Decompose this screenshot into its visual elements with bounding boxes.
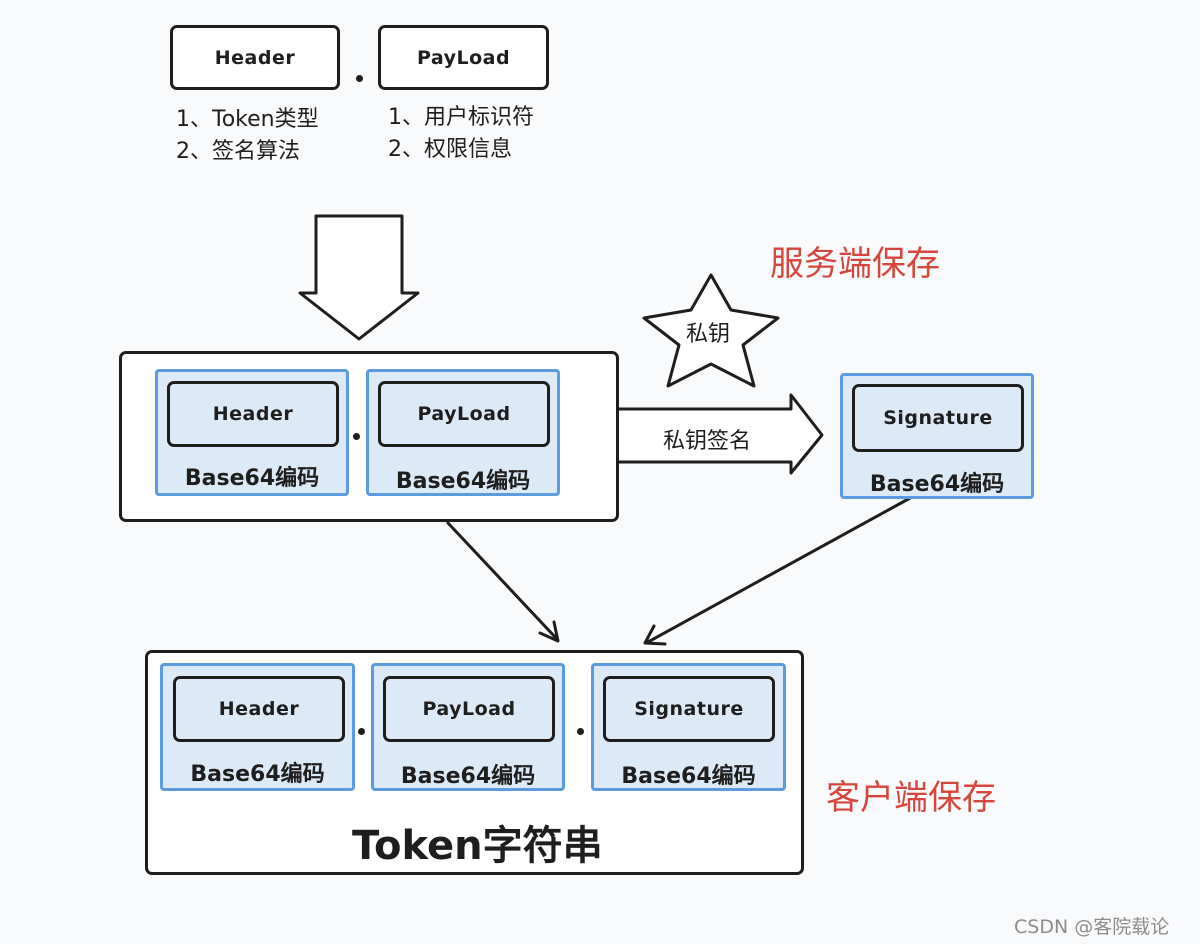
- separator-dot: [356, 75, 363, 82]
- separator-dot: [577, 728, 584, 735]
- separator-dot: [353, 433, 360, 440]
- payload-notes: 1、用户标识符 2、权限信息: [388, 102, 534, 166]
- server-save-label: 服务端保存: [770, 244, 940, 284]
- top-payload-box: PayLoad: [378, 25, 549, 90]
- token-string-title: Token字符串: [352, 823, 603, 869]
- merge-arrow-left: [446, 521, 558, 640]
- token-signature-panel: Signature Base64编码: [591, 663, 786, 791]
- private-key-label: 私钥: [686, 322, 731, 347]
- sign-arrow: [618, 393, 824, 475]
- middle-header-encoding: Base64编码: [184, 466, 320, 491]
- signature-panel: Signature Base64编码: [840, 373, 1034, 499]
- merge-arrow-right: [646, 495, 914, 644]
- middle-header-panel: Header Base64编码: [155, 369, 349, 496]
- payload-note: 1、用户标识符: [388, 105, 534, 130]
- middle-payload-encoding: Base64编码: [395, 469, 531, 494]
- token-payload-panel: PayLoad Base64编码: [371, 663, 565, 791]
- down-arrow: [298, 214, 420, 341]
- client-save-label: 客户端保存: [826, 778, 996, 818]
- watermark: CSDN @客院载论: [1014, 916, 1170, 938]
- signature-box: Signature: [852, 384, 1024, 452]
- header-notes: 1、Token类型 2、签名算法: [176, 104, 319, 168]
- token-header-box: Header: [173, 676, 345, 742]
- separator-dot: [358, 728, 365, 735]
- token-payload-encoding: Base64编码: [400, 764, 536, 789]
- middle-header-box: Header: [167, 381, 339, 447]
- header-note: 2、签名算法: [176, 139, 300, 164]
- top-header-box: Header: [170, 25, 340, 90]
- token-signature-box: Signature: [603, 676, 775, 742]
- token-signature-encoding: Base64编码: [621, 764, 756, 789]
- sign-arrow-label: 私钥签名: [663, 429, 752, 454]
- token-payload-box: PayLoad: [383, 676, 555, 742]
- token-header-encoding: Base64编码: [190, 762, 325, 787]
- star-icon: [642, 273, 780, 388]
- token-header-panel: Header Base64编码: [160, 663, 355, 791]
- header-note: 1、Token类型: [176, 107, 319, 132]
- payload-note: 2、权限信息: [388, 137, 512, 162]
- signature-encoding: Base64编码: [869, 472, 1005, 497]
- middle-payload-panel: PayLoad Base64编码: [366, 369, 560, 496]
- middle-payload-box: PayLoad: [378, 381, 550, 447]
